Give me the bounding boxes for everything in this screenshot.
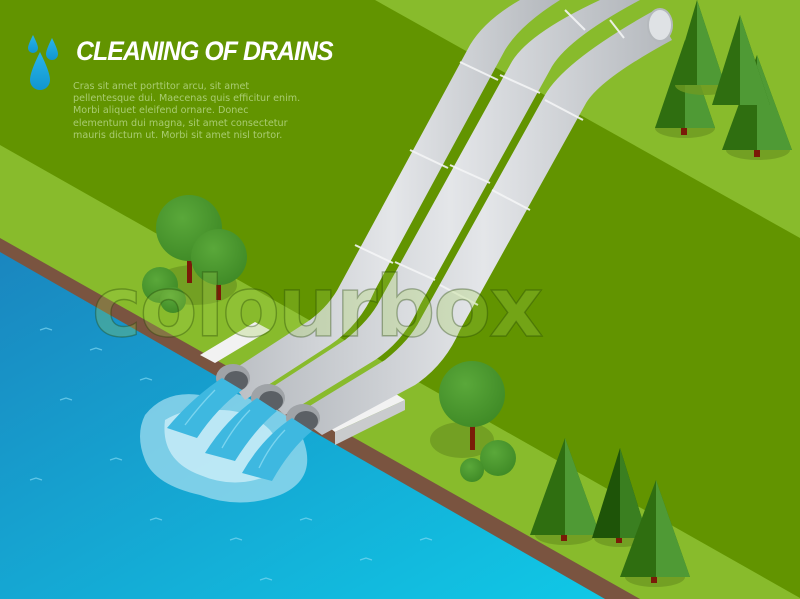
description-text: Cras sit amet porttitor arcu, sit amet p…	[73, 81, 301, 141]
round-trees-lower	[430, 361, 516, 482]
page-title: CLEANING OF DRAINS	[76, 36, 334, 66]
pine-trees-lower-right	[530, 438, 690, 587]
drain-pipes	[200, 0, 673, 445]
water-streams	[167, 378, 312, 481]
pine-trees-top-right	[655, 0, 792, 160]
water-drops-icon	[28, 35, 58, 90]
water-ripples	[29, 327, 433, 581]
round-trees-left	[142, 195, 247, 313]
